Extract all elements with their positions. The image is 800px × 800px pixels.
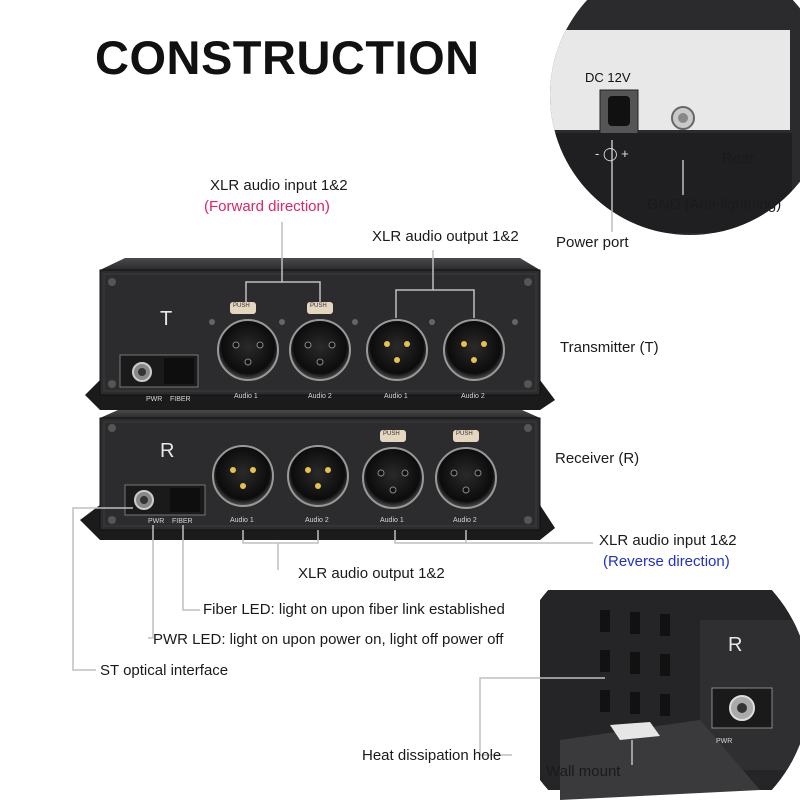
leader-lines [72,140,684,765]
xlr-input-forward-label: XLR audio input 1&2 [210,177,348,194]
tx-port-audio-2-out: Audio 2 [461,393,485,400]
rx-fiber-label: FIBER [172,518,193,525]
rx-port-audio-1-out: Audio 1 [230,517,254,524]
wall-mount-label: Wall mount [546,763,621,780]
bottom-inset [540,590,800,800]
rear-label: Rear [722,150,755,167]
fiber-led-label: Fiber LED: light on upon fiber link esta… [203,601,505,618]
bottom-inset-letter: R [728,634,743,656]
bottom-inset-pwr: PWR [716,738,733,745]
polarity-label: - ◯ + [595,146,629,161]
st-optical-label: ST optical interface [100,662,229,679]
rx-push-tab-2: PUSH [456,431,473,437]
transmitter-device [85,258,555,410]
tx-push-tab-1: PUSH [233,303,250,309]
tx-port-audio-1-in: Audio 1 [234,393,258,400]
rx-port-audio-2-out: Audio 2 [305,517,329,524]
xlr-input-reverse-label: XLR audio input 1&2 [599,532,737,549]
xlr-output-bottom-label: XLR audio output 1&2 [298,565,445,582]
tx-port-audio-1-out: Audio 1 [384,393,408,400]
rx-push-tab-1: PUSH [383,431,400,437]
transmitter-label: Transmitter (T) [560,339,659,356]
transmitter-letter: T [160,308,173,330]
receiver-device [80,410,555,540]
rx-port-audio-1-in: Audio 1 [380,517,404,524]
heat-dissipation-label: Heat dissipation hole [362,747,502,764]
tx-fiber-label: FIBER [170,396,191,403]
xlr-output-top-label: XLR audio output 1&2 [372,228,519,245]
receiver-label: Receiver (R) [555,450,640,467]
receiver-letter: R [160,440,175,462]
rx-pwr-label: PWR [148,518,165,525]
tx-push-tab-2: PUSH [310,303,327,309]
page-title: CONSTRUCTION [95,31,480,84]
dc-12v-label: DC 12V [585,70,631,85]
pwr-led-label: PWR LED: light on upon power on, light o… [153,631,504,648]
forward-direction-label: (Forward direction) [204,198,330,215]
gnd-label: GND (Anti-lightning) [647,196,782,213]
tx-port-audio-2-in: Audio 2 [308,393,332,400]
rx-port-audio-2-in: Audio 2 [453,517,477,524]
power-port-label: Power port [556,234,629,251]
reverse-direction-label: (Reverse direction) [603,553,730,570]
tx-pwr-label: PWR [146,396,163,403]
